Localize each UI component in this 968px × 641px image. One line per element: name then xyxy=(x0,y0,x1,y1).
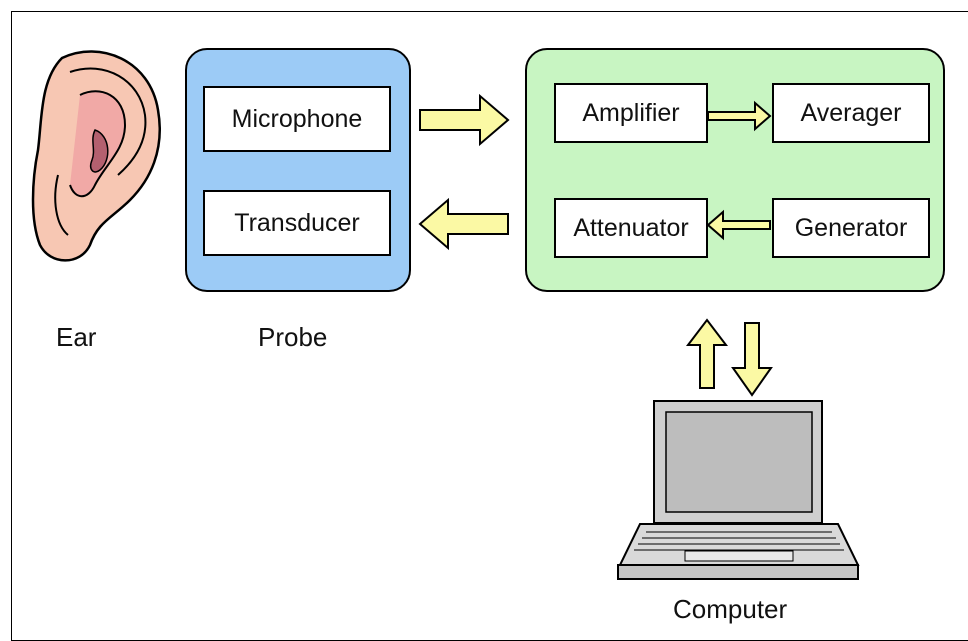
arrow-up-computer-to-analyzer xyxy=(685,318,729,389)
probe-panel: Microphone Transducer xyxy=(185,48,411,292)
arrow-down-analyzer-to-computer xyxy=(731,322,773,397)
arrow-right-probe-to-analyzer xyxy=(419,93,510,147)
transducer-box: Transducer xyxy=(203,190,391,256)
probe-label: Probe xyxy=(258,322,328,352)
microphone-label: Microphone xyxy=(231,104,363,133)
arrow-left-generator-to-attenuator xyxy=(706,209,771,241)
generator-label: Generator xyxy=(794,213,908,242)
analyzer-panel: Amplifier Averager Attenuator Generator xyxy=(525,48,945,292)
amplifier-box: Amplifier xyxy=(554,83,708,143)
generator-box: Generator xyxy=(772,198,930,258)
transducer-label: Transducer xyxy=(234,208,360,237)
averager-label: Averager xyxy=(800,98,902,127)
microphone-box: Microphone xyxy=(203,86,391,152)
ear-label: Ear xyxy=(56,322,97,352)
attenuator-label: Attenuator xyxy=(573,213,689,242)
computer-label: Computer xyxy=(673,594,788,624)
arrow-right-amplifier-to-averager xyxy=(707,100,772,132)
arrow-left-analyzer-to-probe xyxy=(418,197,509,251)
attenuator-box: Attenuator xyxy=(554,198,708,258)
averager-box: Averager xyxy=(772,83,930,143)
amplifier-label: Amplifier xyxy=(582,98,680,127)
